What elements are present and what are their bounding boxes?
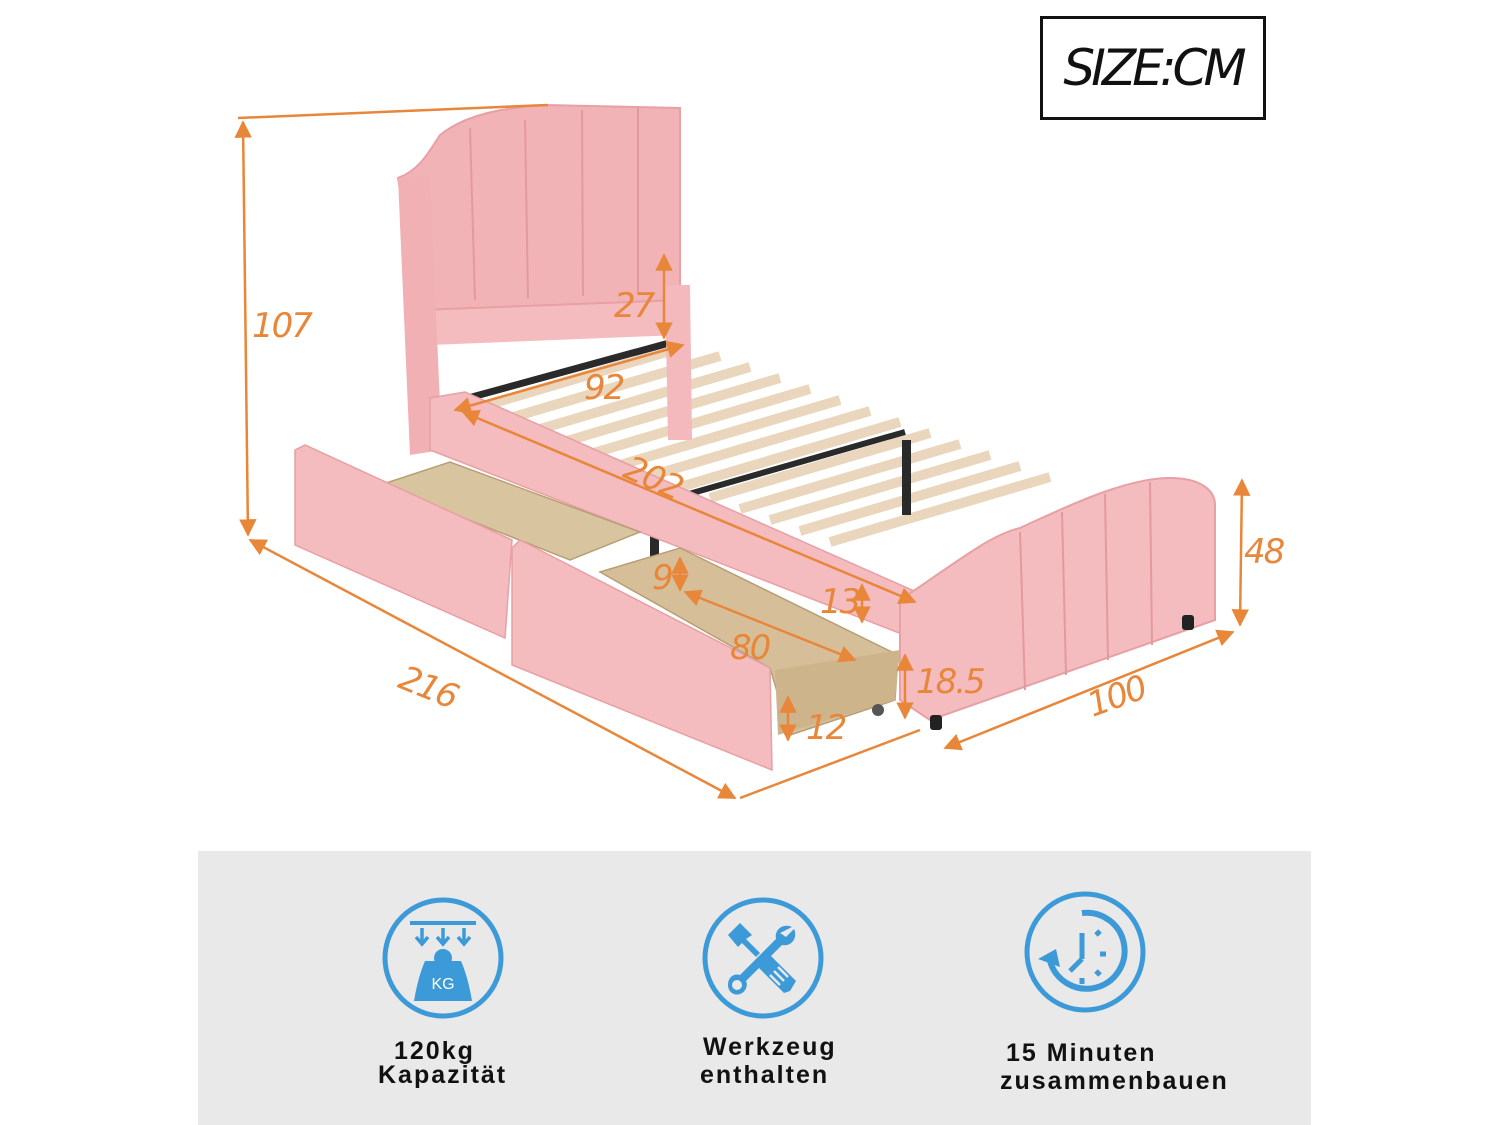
- clock-rotate-icon: [1024, 891, 1146, 1013]
- svg-text:KG: KG: [431, 976, 454, 993]
- dim-drawer-inner-depth: 9: [652, 558, 674, 598]
- feature-tools-line2: enthalten: [700, 1061, 830, 1089]
- features-panel: KG 120kg Kapazität Werkzeug enthalten: [198, 851, 1311, 1125]
- dim-headboard-gap: 27: [614, 286, 655, 326]
- dim-under-bed-clearance: 18.5: [916, 662, 986, 702]
- wrench-screwdriver-icon: [702, 897, 824, 1019]
- feature-capacity-line1: 120kg: [394, 1037, 475, 1065]
- feature-assembly-line2: zusammenbauen: [1000, 1067, 1229, 1095]
- dim-side-rail-height: 13: [820, 582, 861, 622]
- feature-tools-line1: Werkzeug: [703, 1033, 837, 1061]
- bed-illustration: [234, 103, 1251, 800]
- weight-kg-icon: KG: [382, 897, 504, 1019]
- dim-inner-width: 92: [584, 368, 625, 408]
- size-unit-label: SIZE:CM: [1063, 39, 1246, 97]
- feature-assembly-line1: 15 Minuten: [1006, 1039, 1157, 1067]
- dim-total-height: 107: [252, 306, 313, 346]
- dimension-lines: [234, 103, 1251, 800]
- size-unit-badge: SIZE:CM: [1040, 16, 1266, 120]
- dim-drawer-height: 12: [806, 708, 847, 748]
- dim-drawer-length: 80: [730, 628, 771, 668]
- feature-capacity-line2: Kapazität: [378, 1061, 508, 1089]
- headboard: [396, 103, 692, 455]
- dim-footboard-height: 48: [1244, 532, 1285, 572]
